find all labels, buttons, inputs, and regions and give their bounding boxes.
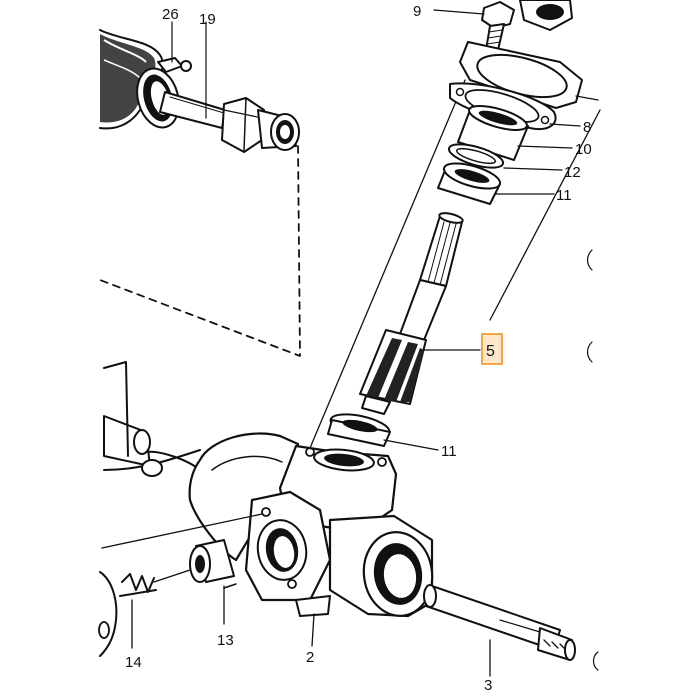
label-5: 5 <box>486 343 495 360</box>
label-9: 9 <box>413 3 421 20</box>
label-10: 10 <box>575 141 592 158</box>
label-13: 13 <box>217 632 234 649</box>
highlight-box <box>481 333 503 365</box>
plug-and-spring: 13 14 <box>98 539 237 671</box>
label-14: 14 <box>125 654 142 671</box>
tie-rod-assembly: 26 19 <box>99 6 301 357</box>
margin-mark <box>592 651 599 671</box>
pinion-stack: 9 8 10 12 11 <box>309 0 601 460</box>
label-19: 19 <box>199 11 216 28</box>
gear-housing: 2 <box>101 361 434 666</box>
rack-bar: 3 <box>423 584 576 694</box>
margin-mark <box>586 341 593 363</box>
label-2: 2 <box>306 649 314 666</box>
label-12: 12 <box>564 164 581 181</box>
margin-mark <box>586 249 593 271</box>
label-11-bottom: 11 <box>441 443 457 460</box>
label-11-top: 11 <box>556 187 572 204</box>
label-3: 3 <box>484 677 492 694</box>
label-26: 26 <box>162 6 179 23</box>
label-8: 8 <box>583 119 591 136</box>
